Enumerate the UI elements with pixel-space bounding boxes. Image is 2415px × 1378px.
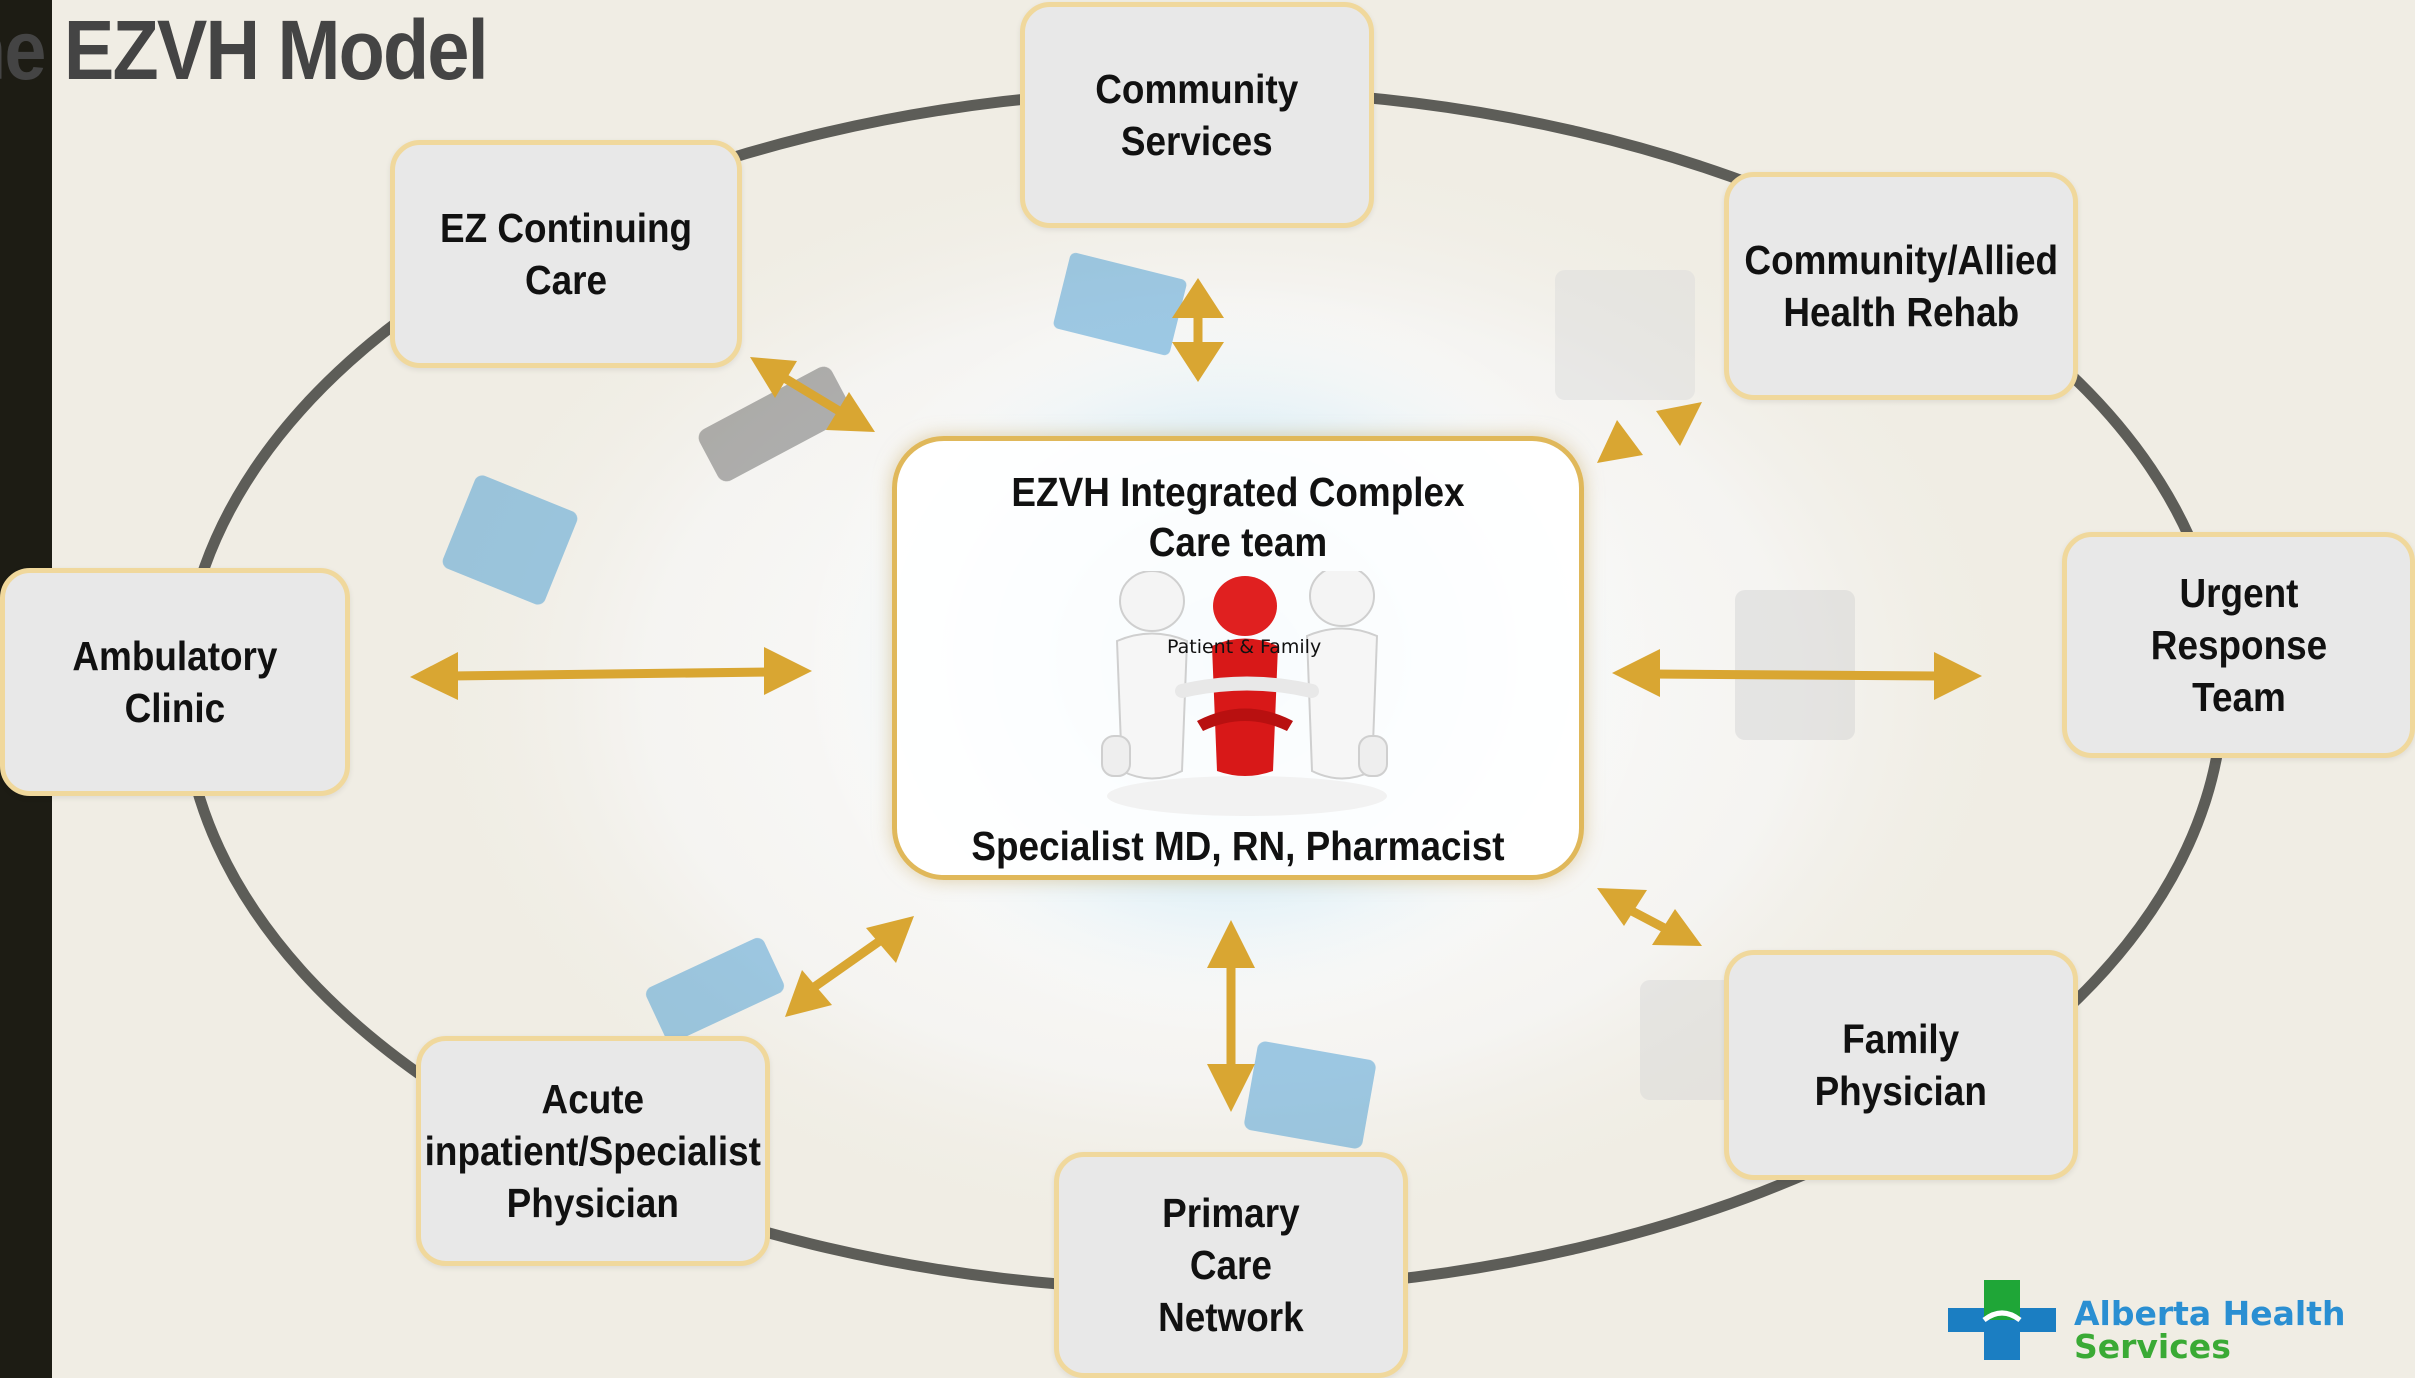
joined-hands	[1175, 676, 1319, 698]
node-community-services: Community Services	[1020, 2, 1374, 228]
node-acute-inpatient-specialist: Acute inpatient/Specialist Physician	[416, 1036, 770, 1266]
node-label: Acute inpatient/Specialist Physician	[424, 1076, 762, 1226]
faded-devices	[442, 252, 1855, 1149]
node-label: Urgent Response Team	[2150, 570, 2327, 720]
monitor-icon	[1555, 270, 1695, 400]
node-label: Family Physician	[1814, 1016, 1988, 1114]
logo-line-2: Services	[2074, 1327, 2231, 1366]
arrows	[410, 278, 1982, 1112]
white-figure-left-icon	[1101, 571, 1189, 780]
arrow-primary-care	[1207, 920, 1255, 1112]
white-figure-right-icon	[1305, 571, 1388, 780]
slide-title: he EZVH Model	[0, 3, 489, 97]
node-label: Community Services	[1095, 66, 1299, 164]
node-ez-continuing-care: EZ Continuing Care	[390, 140, 742, 368]
logo-right-arm	[2020, 1308, 2056, 1332]
node-community-allied-health-rehab: Community/Allied Health Rehab	[1724, 172, 2078, 400]
arrow-urgent-response	[1612, 649, 1982, 700]
laptop-screen-icon	[442, 475, 578, 605]
center-care-team-box: EZVH Integrated Complex Care team Patien…	[892, 436, 1584, 880]
node-label: Primary Care Network	[1158, 1190, 1304, 1340]
laptop-screen-icon	[1053, 252, 1187, 356]
figure-platform	[1107, 776, 1387, 816]
node-label: EZ Continuing Care	[439, 205, 693, 303]
laptop-screen-icon	[1244, 1041, 1376, 1149]
center-subtitle: Specialist MD, RN, Pharmacist	[971, 823, 1505, 869]
arrow-community-allied	[1597, 402, 1702, 463]
monitor-icon	[1735, 590, 1855, 740]
red-patient-figure-icon	[1197, 576, 1293, 776]
arrow-ambulatory-clinic	[410, 647, 812, 700]
node-label: Ambulatory Clinic	[72, 633, 278, 731]
arrow-family-physician	[1597, 888, 1702, 946]
ahs-logo-text: Alberta Health Services	[2074, 1297, 2346, 1363]
arrow-community-services	[1172, 278, 1224, 382]
care-team-figures	[1101, 571, 1388, 816]
node-label: Community/Allied Health Rehab	[1744, 237, 2058, 335]
arrow-acute-inpatient	[785, 916, 914, 1017]
laptop-screen-icon	[646, 937, 784, 1043]
logo-swoosh	[1982, 1310, 2022, 1323]
node-urgent-response-team: Urgent Response Team	[2062, 532, 2415, 758]
node-ambulatory-clinic: Ambulatory Clinic	[0, 568, 350, 796]
center-title: EZVH Integrated Complex Care team	[1011, 469, 1465, 565]
ahs-logo-icon	[1948, 1280, 2056, 1360]
logo-center-bottom	[1984, 1320, 2020, 1360]
logo-left-arm	[1948, 1308, 1984, 1332]
node-family-physician: Family Physician	[1724, 950, 2078, 1180]
node-primary-care-network: Primary Care Network	[1054, 1152, 1408, 1378]
patient-family-label: Patient & Family	[1167, 636, 1322, 658]
logo-line-1: Alberta Health	[2074, 1294, 2346, 1333]
arrow-ez-continuing-care	[750, 357, 875, 432]
